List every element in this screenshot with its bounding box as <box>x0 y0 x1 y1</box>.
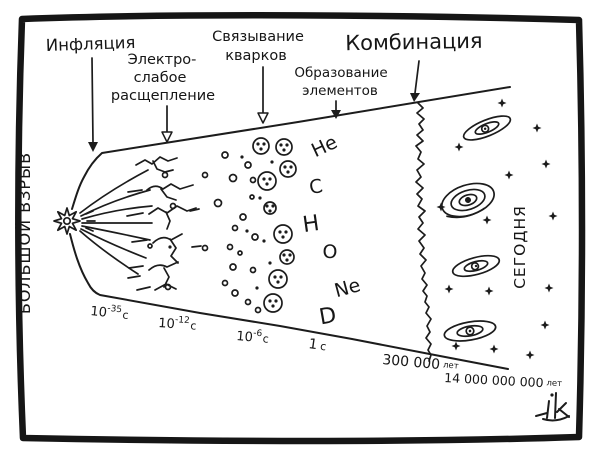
time-unit: с <box>262 332 269 345</box>
galaxy-outer-ring <box>451 254 501 278</box>
cone-bottom-edge <box>69 233 509 370</box>
galaxy-outer-ring <box>462 115 512 141</box>
svg-text:10-6с: 10-6с <box>236 327 270 347</box>
time-mark-1e-6s: 10-6с <box>236 327 270 347</box>
galaxy-inner-ring <box>450 188 486 212</box>
element-o: O <box>323 241 338 263</box>
time-exponent: -12 <box>175 315 190 326</box>
time-unit: лет <box>546 378 562 389</box>
starburst-spikes <box>53 207 81 235</box>
electroweak-label-line2: слабое <box>134 70 187 86</box>
galaxy-core <box>465 326 475 336</box>
electroweak-arrowhead-icon <box>161 131 173 143</box>
element-d: D <box>317 303 338 331</box>
time-unit: с <box>190 319 197 332</box>
cone-top-edge <box>71 86 511 210</box>
stage-quark-binding: Связывание кварков <box>212 29 304 124</box>
element-formation-label-line1: Образование <box>294 65 387 81</box>
crackle-branches <box>126 156 202 291</box>
galaxy-1 <box>462 115 512 141</box>
quark-binding-label-line2: кварков <box>225 48 287 64</box>
recombination-label: Комбинация <box>345 29 483 55</box>
element-ne: Ne <box>332 274 363 302</box>
signature-dot <box>550 393 554 397</box>
star-sparkles <box>436 98 558 360</box>
artist-signature <box>535 392 570 422</box>
quark-binding-arrowhead-icon <box>257 112 269 124</box>
inflation-streamlines <box>79 169 153 275</box>
recombination-arrowhead-icon <box>410 93 420 102</box>
time-unit: лет <box>443 360 459 371</box>
time-base: 10 <box>90 304 108 321</box>
hadron-gas <box>252 137 297 313</box>
galaxy-core <box>470 262 480 271</box>
element-formation-arrowhead-icon <box>331 110 341 119</box>
galaxy-core-dot <box>465 197 471 203</box>
time-mark-1e-35s: 10-35с <box>90 302 130 323</box>
time-base: 1 <box>307 336 318 353</box>
galaxy-4 <box>443 320 497 342</box>
svg-text:1с: 1с <box>307 336 327 354</box>
galaxy-inner-ring <box>456 324 484 338</box>
electroweak-crackles <box>126 156 202 291</box>
today-label: СЕГОДНЯ <box>511 205 529 289</box>
galaxy-arm <box>446 207 486 219</box>
time-base: 10 <box>158 316 176 332</box>
electroweak-label-line1: Электро- <box>128 52 197 68</box>
galaxy-core <box>480 124 490 133</box>
galaxy-2 <box>441 182 495 219</box>
inflation-arrow <box>91 57 94 144</box>
svg-text:10-35с: 10-35с <box>90 302 130 323</box>
time-exponent: -6 <box>253 328 263 339</box>
time-exponent: -35 <box>107 304 123 315</box>
element-h: H <box>301 211 321 238</box>
inflation-arrowhead-icon <box>88 142 98 152</box>
big-bang-label: БОЛЬШОЙ ВЗРЫВ <box>15 152 34 314</box>
electroweak-label-line3: расщепление <box>111 88 215 104</box>
galaxy-core-dot <box>468 329 472 333</box>
crackle-bubbles <box>147 171 177 291</box>
quark-gas <box>168 151 274 314</box>
quark-circles <box>201 151 262 314</box>
stage-inflation: Инфляция <box>45 33 136 152</box>
galaxy-core-dot <box>483 127 487 130</box>
big-bang-starburst-icon <box>53 207 81 235</box>
time-base: 14 000 000 000 <box>444 370 544 390</box>
stage-element-formation: Образование элементов <box>294 65 388 119</box>
time-unit: с <box>122 308 129 322</box>
quark-dots <box>168 155 274 290</box>
galaxy-core-dot <box>474 264 478 268</box>
stage-recombination: Комбинация <box>345 29 483 102</box>
svg-text:10-12с: 10-12с <box>158 314 197 334</box>
time-mark-1e-12s: 10-12с <box>158 314 197 334</box>
element-symbols: He C H O Ne D <box>301 131 363 330</box>
galaxy-arm-ring <box>458 193 478 207</box>
time-base: 10 <box>236 329 254 345</box>
galaxy-outer-ring <box>443 320 497 342</box>
element-he: He <box>308 131 341 162</box>
starburst-core <box>62 216 72 226</box>
galaxy-3 <box>451 254 501 278</box>
stage-electroweak: Электро- слабое расщепление <box>111 52 215 143</box>
time-mark-1s: 1с <box>307 336 327 354</box>
galaxy-inner-ring <box>474 121 500 135</box>
time-unit: с <box>319 340 327 354</box>
inflation-label: Инфляция <box>45 33 135 55</box>
frame-border <box>15 12 586 445</box>
time-base: 300 000 <box>382 352 441 373</box>
quark-binding-label-line1: Связывание <box>212 29 304 45</box>
element-formation-label-line2: элементов <box>302 83 378 99</box>
signature-strokes <box>535 392 570 422</box>
recombination-arrow <box>414 60 420 94</box>
hadron-quark-dots <box>256 142 293 308</box>
galaxy-inner-ring <box>463 259 489 273</box>
recombination-squiggle <box>415 102 432 362</box>
element-c: C <box>308 175 325 199</box>
hadron-circles <box>252 137 297 313</box>
